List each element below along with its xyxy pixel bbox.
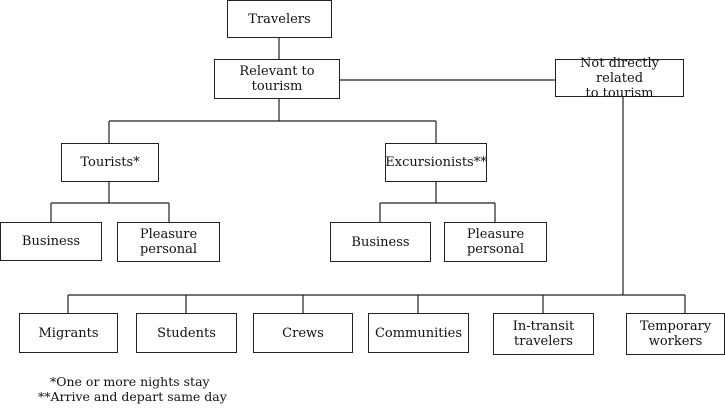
- migrants-label: Migrants: [38, 325, 99, 341]
- temporary-line2: workers: [648, 334, 703, 349]
- excursionists-pleasure-line2: personal: [466, 242, 524, 257]
- tourists-label: Tourists*: [80, 155, 140, 170]
- not-related-line2: to tourism: [585, 85, 654, 101]
- crews-label: Crews: [282, 325, 324, 341]
- tourists-footnote: *One or more nights stay: [50, 374, 210, 389]
- not-directly-related-node: Not directly related to tourism: [555, 55, 684, 101]
- crews-node: Crews: [253, 313, 353, 353]
- excursionists-footnote: **Arrive and depart same day: [38, 389, 227, 404]
- tourists-pleasure-line1: Pleasure: [139, 227, 198, 242]
- travelers-label: Travelers: [248, 11, 311, 27]
- students-node: Students: [136, 313, 237, 353]
- excursionists-pleasure-line1: Pleasure: [466, 227, 525, 242]
- tourists-pleasure-node: Pleasure personal: [117, 222, 220, 262]
- tourists-business-label: Business: [21, 234, 81, 249]
- travelers-node: Travelers: [227, 0, 332, 38]
- excursionists-business-label: Business: [351, 234, 410, 250]
- tourists-business-node: Business: [0, 222, 102, 261]
- students-label: Students: [157, 325, 216, 341]
- in-transit-line2: travelers: [514, 334, 573, 349]
- migrants-node: Migrants: [19, 313, 118, 353]
- communities-node: Communities: [368, 313, 469, 353]
- excursionists-label: Excursionists**: [385, 155, 487, 170]
- in-transit-travelers-node: In-transit travelers: [493, 313, 594, 355]
- tourists-pleasure-line2: personal: [139, 242, 197, 257]
- excursionists-node: Excursionists**: [385, 143, 487, 182]
- relevant-to-tourism-node: Relevant to tourism: [214, 59, 340, 99]
- relevant-label: Relevant to tourism: [239, 64, 315, 94]
- excursionists-business-node: Business: [330, 222, 431, 262]
- temporary-line1: Temporary: [639, 319, 712, 334]
- excursionists-pleasure-node: Pleasure personal: [444, 222, 547, 262]
- communities-label: Communities: [374, 325, 463, 341]
- in-transit-line1: In-transit: [512, 319, 575, 334]
- temporary-workers-node: Temporary workers: [626, 313, 725, 355]
- tourists-node: Tourists*: [61, 143, 159, 182]
- not-related-line1: Not directly related: [580, 55, 659, 86]
